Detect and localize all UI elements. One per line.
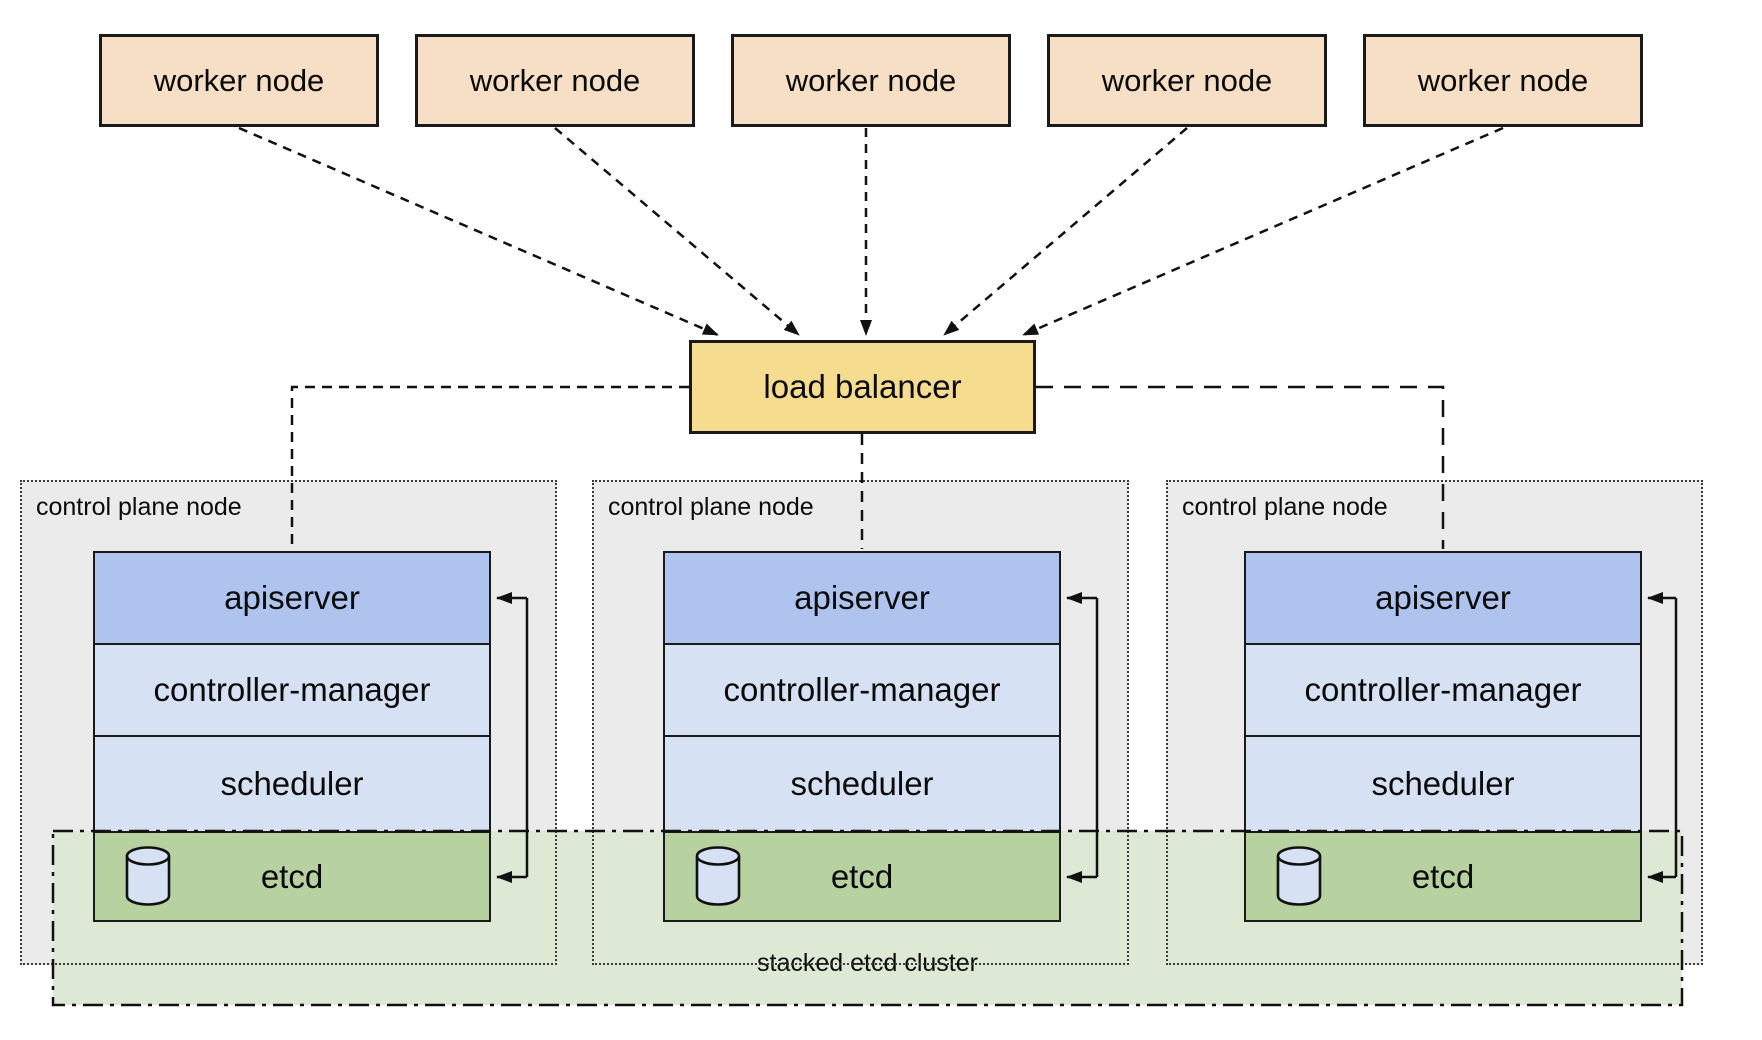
apiserver-box: apiserver xyxy=(1244,551,1642,645)
worker-node-box: worker node xyxy=(99,34,379,127)
etcd-box: etcd xyxy=(93,831,491,922)
worker-node-box: worker node xyxy=(415,34,695,127)
scheduler-label: scheduler xyxy=(790,765,934,802)
scheduler-label: scheduler xyxy=(1371,765,1515,802)
worker-node-box: worker node xyxy=(1047,34,1327,127)
apiserver-label: apiserver xyxy=(794,579,930,616)
controller-manager-label: controller-manager xyxy=(1304,671,1582,708)
scheduler-box: scheduler xyxy=(1244,735,1642,833)
scheduler-box: scheduler xyxy=(93,735,491,833)
etcd-label: etcd xyxy=(260,857,324,895)
controller-manager-label: controller-manager xyxy=(723,671,1001,708)
etcd-box: etcd xyxy=(663,831,1061,922)
control-plane-node-label: control plane node xyxy=(1182,493,1388,521)
worker-node-label: worker node xyxy=(153,62,325,98)
control-plane-node-label: control plane node xyxy=(36,493,242,521)
controller-manager-box: controller-manager xyxy=(663,643,1061,737)
scheduler-label: scheduler xyxy=(220,765,364,802)
apiserver-box: apiserver xyxy=(93,551,491,645)
etcd-label: etcd xyxy=(1411,857,1475,895)
controller-manager-label: controller-manager xyxy=(153,671,431,708)
worker-node-box: worker node xyxy=(731,34,1011,127)
apiserver-label: apiserver xyxy=(224,579,360,616)
apiserver-label: apiserver xyxy=(1375,579,1511,616)
load-balancer-label: load balancer xyxy=(763,368,962,405)
worker-node-label: worker node xyxy=(469,62,641,98)
apiserver-box: apiserver xyxy=(663,551,1061,645)
etcd-box: etcd xyxy=(1244,831,1642,922)
controller-manager-box: controller-manager xyxy=(1244,643,1642,737)
control-plane-node-label: control plane node xyxy=(608,493,814,521)
worker-node-label: worker node xyxy=(1417,62,1589,98)
load-balancer-box: load balancer xyxy=(689,340,1036,434)
controller-manager-box: controller-manager xyxy=(93,643,491,737)
etcd-label: etcd xyxy=(830,857,894,895)
worker-node-label: worker node xyxy=(785,62,957,98)
worker-node-label: worker node xyxy=(1101,62,1273,98)
worker-to-lb-arrows xyxy=(238,126,1504,337)
worker-node-box: worker node xyxy=(1363,34,1643,127)
scheduler-box: scheduler xyxy=(663,735,1061,833)
